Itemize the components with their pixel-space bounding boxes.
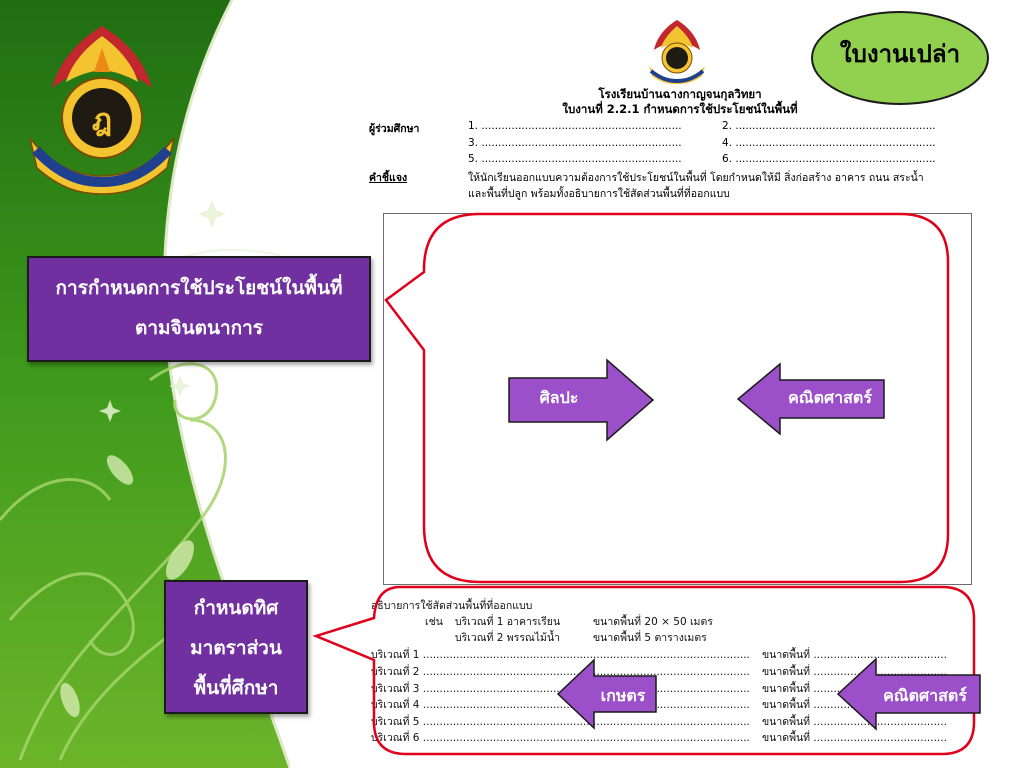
example-size-1: ขนาดพื้นที่ 20 × 50 เมตร xyxy=(593,616,713,628)
area-line-5: บริเวณที่ 5 ............................… xyxy=(371,716,750,728)
worksheet-title: ใบงานที่ 2.2.1 กำหนดการใช้ประโยชน์ในพื้น… xyxy=(562,102,798,116)
member-line-3: 3. .....................................… xyxy=(468,137,682,149)
size-line-6: ขนาดพื้นที่ ............................… xyxy=(762,732,947,744)
member-line-5: 5. .....................................… xyxy=(468,153,682,165)
area-proportion-callout xyxy=(312,585,976,756)
math-arrow-left-bottom xyxy=(836,657,981,731)
agriculture-arrow-left xyxy=(556,658,657,730)
instruction-line-2: และพื้นที่ปลูก พร้อมทั้งอธิบายการใช้สัดส… xyxy=(468,188,730,200)
example-label: เช่น xyxy=(425,616,443,628)
school-name: โรงเรียนบ้านฉางกาญจนกุลวิทยา xyxy=(598,87,762,101)
school-emblem-small-logo xyxy=(649,20,705,84)
svg-text:ฎ: ฎ xyxy=(92,103,112,138)
art-arrow-right xyxy=(508,358,655,442)
art-arrow-label: ศิลปะ xyxy=(539,388,579,407)
example-area-1: บริเวณที่ 1 อาคารเรียน xyxy=(455,616,561,628)
member-line-6: 6. .....................................… xyxy=(722,153,936,165)
instruction-line-1: ให้นักเรียนออกแบบความต้องการใช้ประโยชน์ใ… xyxy=(468,172,924,184)
member-line-4: 4. .....................................… xyxy=(722,137,936,149)
math-arrow-top-label: คณิตศาสตร์ xyxy=(788,388,872,407)
members-label: ผู้ร่วมศึกษา xyxy=(369,123,420,135)
example-size-2: ขนาดพื้นที่ 5 ตารางเมตร xyxy=(593,632,707,644)
instruction-label: คำชี้แจง xyxy=(369,172,408,184)
member-line-1: 1. .....................................… xyxy=(468,120,682,132)
member-line-2: 2. .....................................… xyxy=(722,120,936,132)
area-line-1: บริเวณที่ 1 ............................… xyxy=(371,649,750,661)
design-purpose-line-1: การกำหนดการใช้ประโยชน์ในพื้นที่ xyxy=(55,277,343,299)
direction-scale-line-3: พื้นที่ศึกษา xyxy=(193,677,279,699)
school-emblem-logo: ฎ xyxy=(29,26,175,195)
blank-worksheet-badge xyxy=(811,11,989,105)
direction-scale-line-1: กำหนดทิศ xyxy=(193,597,279,619)
area-line-6: บริเวณที่ 6 ............................… xyxy=(371,732,750,744)
section-title: อธิบายการใช้สัดส่วนพื้นที่ที่ออกแบบ xyxy=(371,600,533,612)
math-arrow-bottom-label: คณิตศาสตร์ xyxy=(883,686,967,705)
badge-label: ใบงานเปล่า xyxy=(839,39,961,68)
example-area-2: บริเวณที่ 2 พรรณไม้น้ำ xyxy=(455,632,561,644)
direction-scale-line-2: มาตราส่วน xyxy=(190,637,282,659)
math-arrow-left-top xyxy=(736,362,885,436)
size-line-1: ขนาดพื้นที่ ............................… xyxy=(762,649,947,661)
agriculture-arrow-label: เกษตร xyxy=(600,686,646,705)
direction-scale-label: กำหนดทิศ มาตราส่วน พื้นที่ศึกษา xyxy=(164,580,308,714)
design-purpose-label: การกำหนดการใช้ประโยชน์ในพื้นที่ ตามจินตน… xyxy=(27,256,371,362)
design-purpose-line-2: ตามจินตนาการ xyxy=(134,317,264,339)
size-line-5: ขนาดพื้นที่ ............................… xyxy=(762,716,947,728)
design-area-callout xyxy=(384,212,950,584)
area-line-2: บริเวณที่ 2 ............................… xyxy=(371,666,750,678)
